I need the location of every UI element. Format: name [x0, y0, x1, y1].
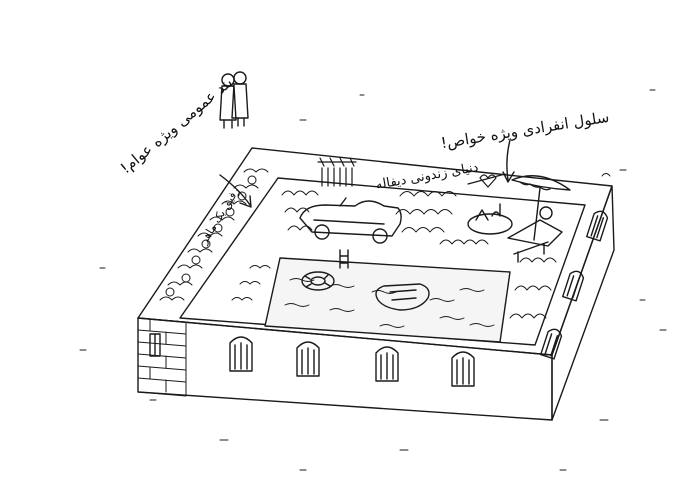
convertible-car — [299, 197, 402, 244]
crowded-prisoners — [159, 168, 271, 301]
inflatable-float — [375, 283, 430, 311]
life-ring — [301, 271, 335, 291]
beach-umbrella — [511, 175, 571, 241]
pool-ladder — [339, 249, 349, 269]
brick-section — [137, 317, 187, 397]
heart-arrow — [467, 173, 506, 188]
swimming-pool — [264, 257, 511, 343]
scribble-dots — [79, 89, 667, 471]
window — [296, 341, 320, 377]
window — [540, 328, 563, 360]
wall-scribble — [601, 173, 611, 177]
tally-marks — [317, 157, 357, 187]
window — [586, 210, 609, 242]
right-wall — [551, 185, 615, 421]
food-table — [467, 203, 513, 235]
garden-bushes — [281, 190, 557, 319]
right-windows — [540, 210, 609, 360]
arrow-to-ward — [219, 174, 252, 208]
window — [229, 336, 253, 372]
window — [451, 351, 475, 387]
two-people-figures — [219, 71, 249, 129]
window — [562, 270, 585, 302]
window — [149, 333, 161, 357]
window — [375, 346, 399, 382]
front-windows — [149, 333, 475, 387]
sunbather-lounger — [507, 206, 563, 263]
